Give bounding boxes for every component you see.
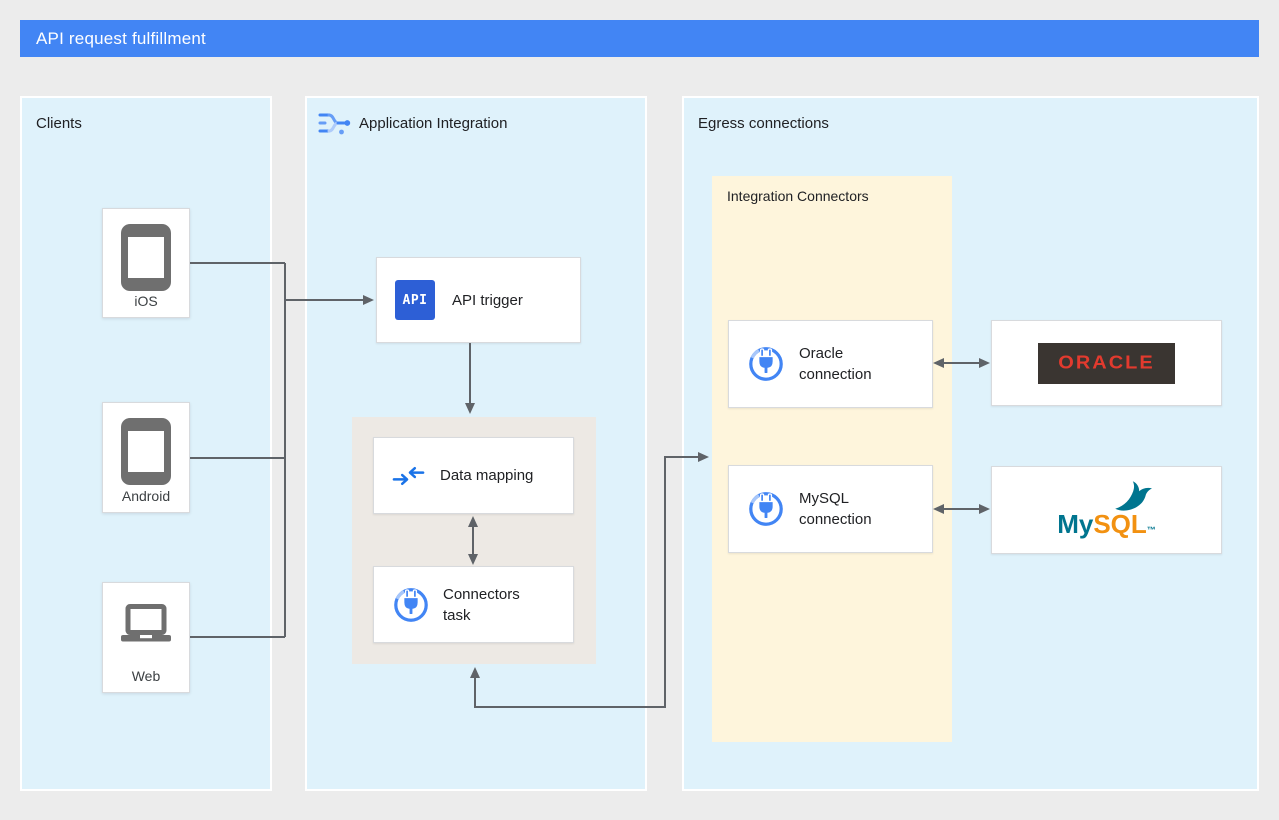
oracle-connection-label: Oracle connection: [799, 345, 872, 383]
api-icon: API: [395, 280, 435, 320]
api-trigger-label: API trigger: [452, 291, 523, 309]
client-node-android: Android: [102, 402, 190, 513]
client-node-label: iOS: [134, 293, 158, 309]
mysql-connection-node: MySQL connection: [728, 465, 933, 553]
clients-panel-label: Clients: [36, 115, 82, 132]
mysql-connection-label: MySQL connection: [799, 490, 872, 528]
mysql-database-node: MySQL™: [991, 466, 1222, 554]
diagram-title-bar: API request fulfillment: [20, 20, 1259, 57]
client-node-label: Android: [121, 488, 171, 504]
connectors-task-label: Connectors task: [443, 585, 520, 624]
integration-connectors-panel: Integration Connectors: [712, 176, 952, 742]
egress-connections-panel-label: Egress connections: [698, 115, 829, 132]
laptop-icon: [121, 604, 171, 642]
connectors-icon: [749, 347, 783, 381]
smartphone-icon: [121, 418, 171, 485]
connectors-icon: [749, 492, 783, 526]
connectors-icon: [394, 587, 428, 622]
diagram-title: API request fulfillment: [36, 28, 206, 48]
mysql-dolphin-icon: [1114, 480, 1152, 511]
api-trigger-node: API API trigger: [376, 257, 581, 343]
client-node-ios: iOS: [102, 208, 190, 318]
oracle-connection-node: Oracle connection: [728, 320, 933, 408]
application-integration-icon: [318, 113, 351, 135]
data-mapping-node: Data mapping: [373, 437, 574, 514]
client-node-web: Web: [102, 582, 190, 693]
data-mapping-label: Data mapping: [440, 467, 534, 484]
mysql-wordmark: MySQL™: [1057, 508, 1156, 539]
mysql-logo: MySQL™: [1054, 478, 1160, 543]
oracle-wordmark: ORACLE: [1058, 352, 1155, 373]
client-node-label: Web: [131, 668, 161, 684]
integration-connectors-panel-label: Integration Connectors: [727, 188, 869, 204]
smartphone-icon: [121, 224, 171, 291]
oracle-logo: ORACLE: [1038, 342, 1175, 384]
connectors-task-node: Connectors task: [373, 566, 574, 643]
application-integration-panel-label: Application Integration: [359, 115, 508, 132]
oracle-database-node: ORACLE: [991, 320, 1222, 406]
data-mapping-icon: [392, 466, 425, 485]
